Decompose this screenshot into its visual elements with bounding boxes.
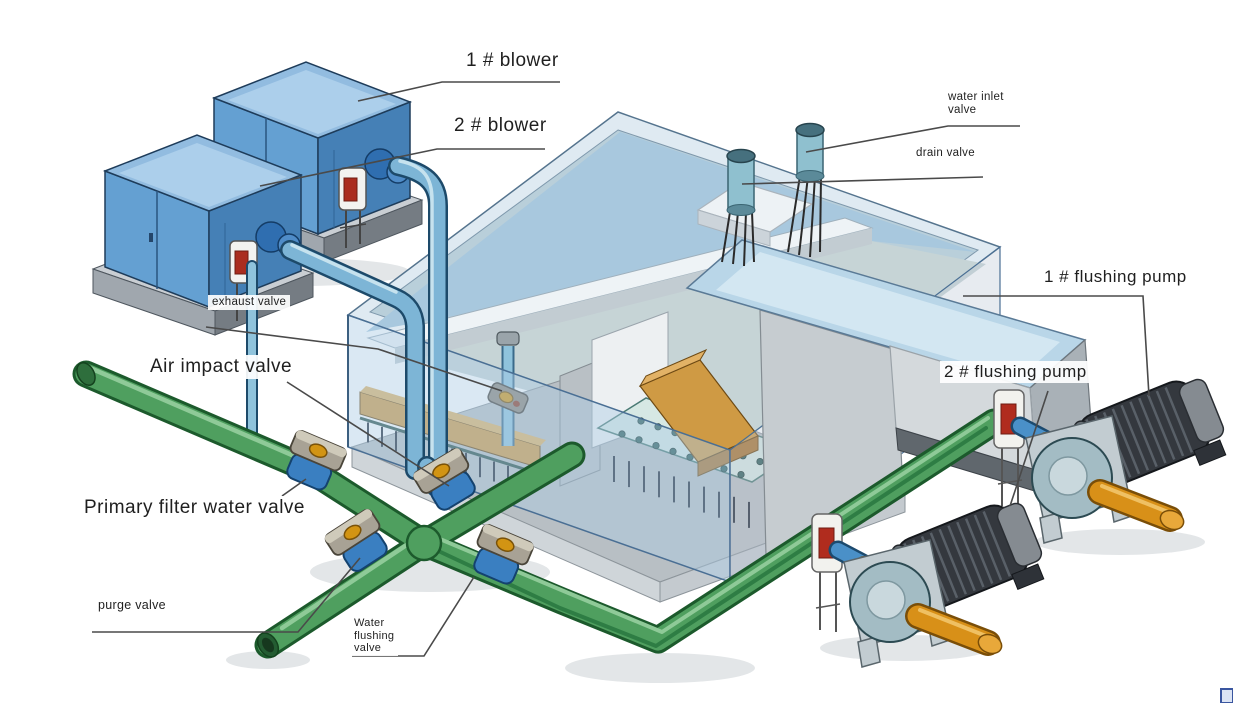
leader-drain-valve <box>741 176 984 185</box>
leader-lines <box>92 81 1150 657</box>
label-flushing-pump2: 2 # flushing pump <box>940 361 1091 383</box>
corner-watermark-artifact <box>1220 688 1233 703</box>
leader-blower2 <box>259 148 545 187</box>
leader-water-flushing-valve <box>352 576 475 657</box>
leader-air-impact-valve <box>286 381 450 487</box>
leader-purge-valve <box>92 557 361 633</box>
label-water-flushing-valve: Water flushing valve <box>350 616 399 656</box>
label-drain-valve: drain valve <box>912 146 979 162</box>
label-blower2: 2 # blower <box>450 114 551 138</box>
label-air-impact-valve: Air impact valve <box>146 355 297 379</box>
label-primary-filter-water-valve: Primary filter water valve <box>80 496 309 520</box>
label-exhaust-valve: exhaust valve <box>208 295 291 311</box>
leader-primary-filter-valve <box>281 478 307 497</box>
leader-flushing-pump1 <box>963 295 1150 397</box>
water-inlet-valve-device <box>787 122 825 258</box>
leader-water-inlet-valve <box>805 125 1020 153</box>
label-purge-valve: purge valve <box>94 597 170 614</box>
leader-exhaust-valve <box>205 326 503 392</box>
leader-blower1 <box>357 81 560 102</box>
filter-media-wedge <box>638 348 759 477</box>
leader-flushing-pump2 <box>1009 390 1049 507</box>
drain-valve-device <box>721 148 756 267</box>
label-flushing-pump1: 1 # flushing pump <box>1040 266 1191 288</box>
label-water-inlet-valve: water inlet valve <box>944 90 1008 119</box>
label-blower1: 1 # blower <box>462 49 563 73</box>
cross-junction <box>405 524 443 562</box>
valve-platform <box>696 122 825 267</box>
